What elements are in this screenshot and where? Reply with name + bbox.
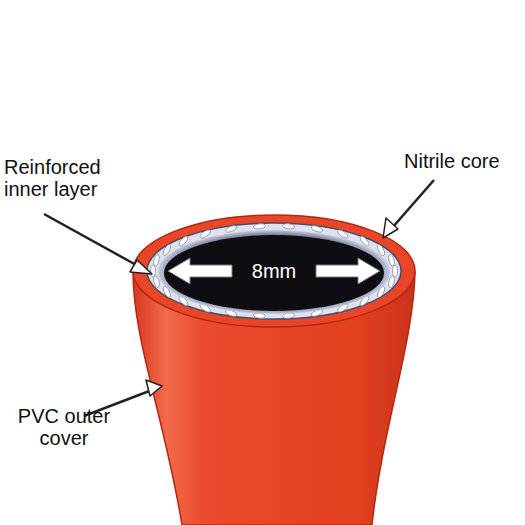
dimension-label: 8mm: [252, 260, 296, 282]
braid-strand: [393, 265, 398, 277]
part-label: Nitrile core: [404, 150, 522, 172]
part-label: PVC outer cover: [16, 405, 112, 449]
braid-strand: [282, 223, 295, 229]
outer-rim: [133, 215, 415, 327]
braid-strand: [225, 224, 238, 233]
reinforced-layer: [147, 223, 401, 319]
braid-strand: [151, 265, 156, 277]
nitrile-core: [158, 230, 390, 314]
braid-strand: [153, 254, 161, 267]
braid-strand: [388, 254, 396, 267]
bore: [164, 235, 384, 311]
braid-strand: [310, 224, 323, 233]
dimension-arrow: [316, 258, 380, 284]
part-label: Reinforced inner layer: [4, 156, 134, 200]
braid-strand: [253, 223, 266, 229]
leader-lines: [44, 180, 434, 416]
dimension-arrow: [168, 258, 232, 284]
braid-texture: [151, 223, 398, 319]
